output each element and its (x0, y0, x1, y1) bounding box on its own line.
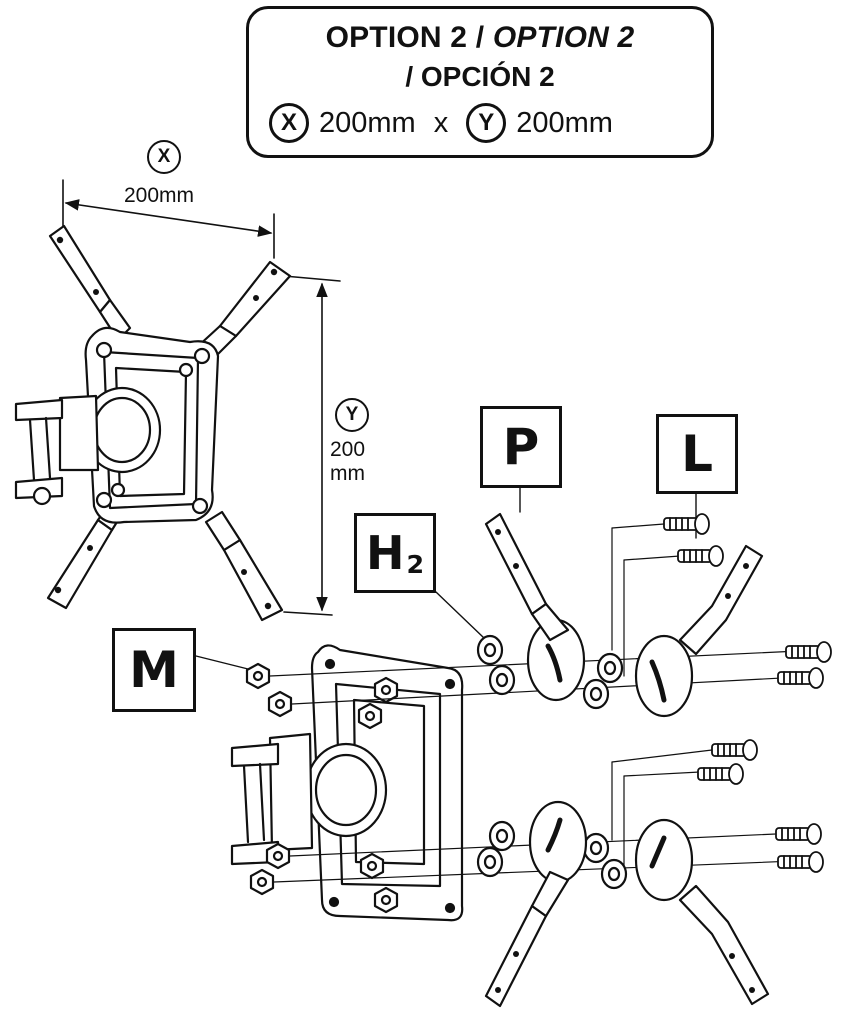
title-line-2: / OPCIÓN 2 (405, 61, 555, 92)
top-mount-plate (84, 326, 220, 524)
option-title-box: OPTION 2 / OPTION 2 / OPCIÓN 2 X 200mm x… (246, 6, 714, 158)
extension-brackets-l (634, 544, 770, 1006)
part-h2-subscript: 2 (406, 549, 425, 579)
title-line-1: OPTION 2 / OPTION 2 (249, 21, 711, 55)
part-label-h2: H2 (354, 513, 436, 593)
title-option-italic: OPTION 2 (492, 21, 635, 54)
x-dimension-symbol: X (147, 140, 181, 174)
lower-mount-plate (310, 644, 464, 922)
part-l-text: L (681, 425, 713, 483)
extension-brackets-p (484, 512, 588, 1008)
part-h2-main: H (365, 526, 405, 580)
hex-nuts (245, 662, 399, 914)
extension-bracket-l-holes (725, 563, 755, 993)
part-m-text: M (129, 641, 179, 699)
spacers (476, 634, 628, 890)
bolts (663, 513, 832, 873)
x-dimension-value: 200mm (124, 184, 195, 207)
y-symbol-circle: Y (466, 103, 507, 143)
part-p-text: P (502, 418, 540, 476)
y-dimension-value-number: 200 (330, 438, 366, 461)
part-h2-text: H2 (366, 526, 424, 580)
title-option-upright: OPTION 2 / (325, 21, 485, 54)
top-mount-tilt-head (14, 386, 162, 506)
y-dimension-symbol: Y (335, 398, 369, 432)
extension-bracket-p-holes (495, 529, 519, 993)
part-label-m: M (112, 628, 196, 712)
top-mount-arm-holes (54, 236, 278, 610)
x-symbol-circle: X (269, 103, 309, 143)
title-y-value: 200mm (516, 106, 613, 139)
assembly-axis-lines (269, 523, 821, 883)
title-times-sign: x (433, 106, 449, 139)
top-mount-arms (46, 224, 292, 622)
y-dimension-value-unit: mm (330, 462, 365, 485)
part-leader-lines (195, 487, 697, 671)
part-label-l: L (656, 414, 738, 494)
lower-mount-tilt-head (230, 732, 388, 866)
title-dimension-line: X 200mm x Y 200mm (269, 101, 701, 145)
title-x-value: 200mm (319, 106, 416, 139)
part-label-p: P (480, 406, 562, 488)
